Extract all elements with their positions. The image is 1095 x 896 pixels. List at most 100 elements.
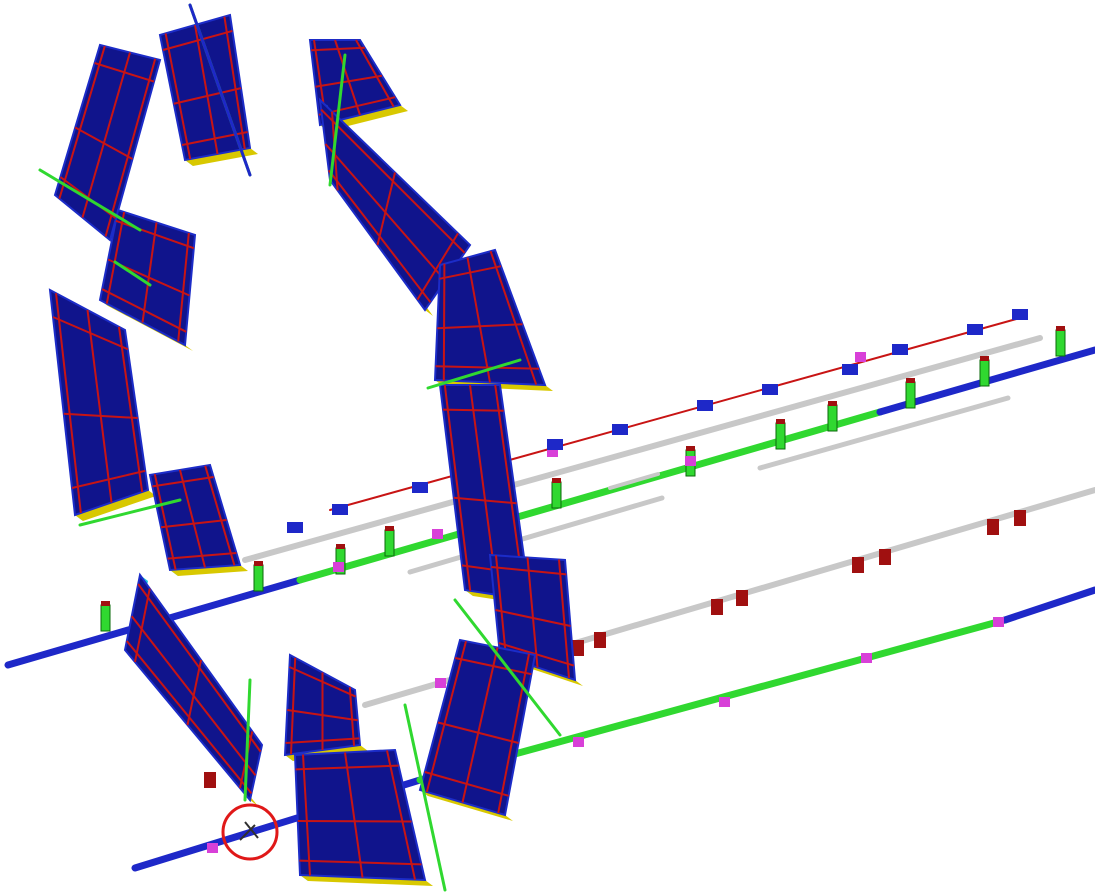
frame-member (173, 87, 242, 105)
frame-member (86, 309, 113, 503)
panel-edge-yellow (300, 875, 433, 886)
bracket-block (594, 632, 606, 648)
connector-block (719, 697, 730, 707)
device-box (612, 424, 628, 435)
frame-member (315, 74, 383, 88)
bracket-block (736, 590, 748, 606)
frame-member (376, 172, 396, 246)
frame-member (153, 473, 177, 570)
frame-member (141, 222, 158, 323)
frame-member (287, 709, 358, 722)
support-post (253, 564, 264, 592)
post-cap (254, 561, 263, 566)
panel-face (123, 572, 264, 803)
frame-member (71, 469, 146, 489)
frame-member (416, 232, 459, 301)
bracket-block (987, 519, 999, 535)
frame-member (105, 211, 126, 304)
panel-edge-yellow (185, 148, 258, 166)
connector-block (432, 529, 443, 539)
panel-12 (283, 653, 368, 761)
frame-member (55, 293, 82, 514)
support-post (100, 604, 111, 632)
panel-face (53, 43, 162, 242)
frame-member (101, 288, 187, 333)
panel-7 (318, 97, 472, 316)
panel-face (433, 248, 547, 387)
support-rod (403, 703, 447, 892)
connector-block (855, 352, 866, 362)
frame-member (299, 859, 422, 866)
frame-member (466, 257, 491, 383)
frame-member (435, 365, 540, 370)
support-rod (188, 3, 252, 177)
frame-member (461, 647, 499, 803)
panel-edge-yellow (75, 490, 156, 521)
frame-member (495, 555, 507, 658)
support-post (384, 529, 395, 557)
support-post (905, 381, 916, 409)
device-box (412, 482, 428, 493)
frame-member (164, 33, 192, 160)
node-marker-icon (239, 821, 259, 841)
frame-member (186, 659, 202, 726)
support-rod (78, 498, 182, 527)
support-rod (113, 260, 152, 287)
frame-member (355, 39, 395, 108)
support-rod (38, 168, 142, 232)
frame-member (177, 232, 190, 342)
support-post (775, 422, 786, 450)
panel-5 (148, 463, 248, 576)
frame-member (194, 24, 219, 155)
bracket-block (879, 549, 891, 565)
frame-member (134, 588, 151, 663)
panel-13 (293, 748, 433, 886)
frame-member (320, 108, 466, 254)
rail-gray (608, 472, 660, 490)
rail-gray (242, 335, 1043, 563)
connector-block (435, 678, 446, 688)
frame-member (104, 58, 157, 237)
rail-blue (1001, 586, 1095, 624)
bracket-block (852, 557, 864, 573)
rail-red (329, 317, 1021, 511)
rail-gray (407, 495, 665, 575)
connector-block (861, 653, 872, 663)
device-box (762, 384, 778, 395)
device-box (967, 324, 983, 335)
device-box (287, 522, 303, 533)
support-rod (328, 53, 347, 187)
device-box (842, 364, 858, 375)
panel-11 (123, 572, 264, 806)
bracket-block (204, 772, 216, 788)
frame-member (118, 326, 144, 493)
panel-3 (98, 208, 197, 351)
frame-member (498, 642, 575, 667)
panel-4 (48, 288, 156, 521)
panel-14 (418, 638, 537, 821)
connector-block (573, 737, 584, 747)
frame-member (442, 263, 446, 381)
frame-member (290, 657, 297, 755)
frame-member (348, 687, 355, 746)
frame-member (295, 764, 399, 771)
post-cap (828, 401, 837, 406)
bracket-block (572, 640, 584, 656)
post-cap (385, 526, 394, 531)
frame-member (453, 496, 517, 505)
panel-1 (53, 43, 162, 246)
frame-member (297, 820, 412, 823)
panel-9 (438, 384, 538, 606)
frame-member (558, 559, 570, 679)
frame-member (204, 465, 236, 566)
panel-ring (48, 13, 583, 886)
panel-face (418, 638, 537, 817)
overlay-layer (38, 3, 562, 892)
frame-member (495, 609, 571, 627)
frame-member (167, 552, 237, 560)
highlight-circle-marker (221, 803, 279, 861)
device-box (892, 344, 908, 355)
frame-member (491, 566, 567, 576)
post-cap (776, 419, 785, 424)
frame-member (288, 666, 357, 698)
